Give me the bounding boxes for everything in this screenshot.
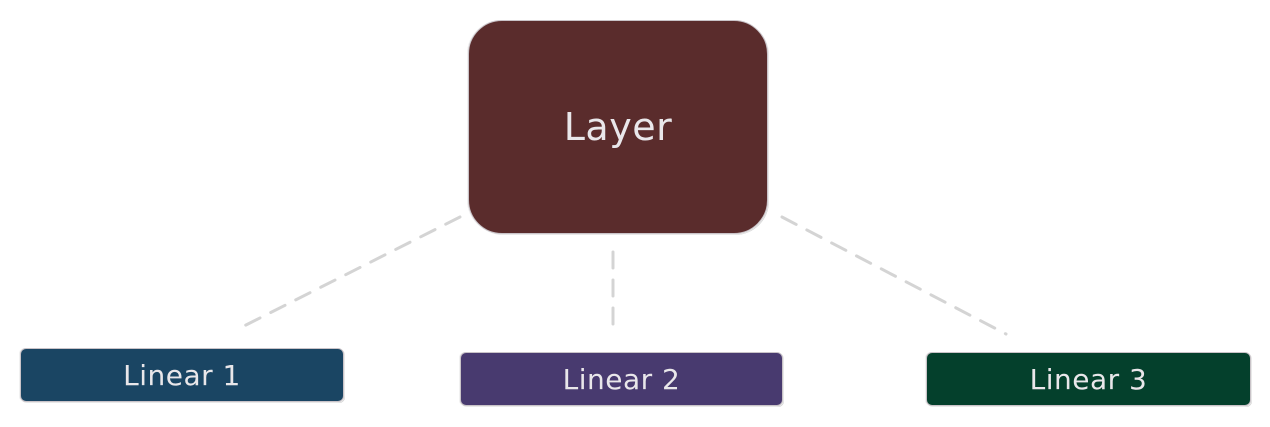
- linear-3-node[interactable]: Linear 3: [926, 352, 1251, 406]
- linear-2-node[interactable]: Linear 2: [460, 352, 783, 406]
- layer-node-label: Layer: [563, 105, 673, 149]
- linear-1-node-label: Linear 1: [123, 358, 241, 392]
- layer-node[interactable]: Layer: [468, 20, 768, 234]
- linear-3-node-label: Linear 3: [1029, 362, 1148, 396]
- edge-layer-linear-3: [780, 215, 1008, 336]
- linear-1-node[interactable]: Linear 1: [20, 348, 344, 402]
- linear-2-node-label: Linear 2: [562, 362, 681, 396]
- edge-layer-linear-1: [238, 215, 462, 330]
